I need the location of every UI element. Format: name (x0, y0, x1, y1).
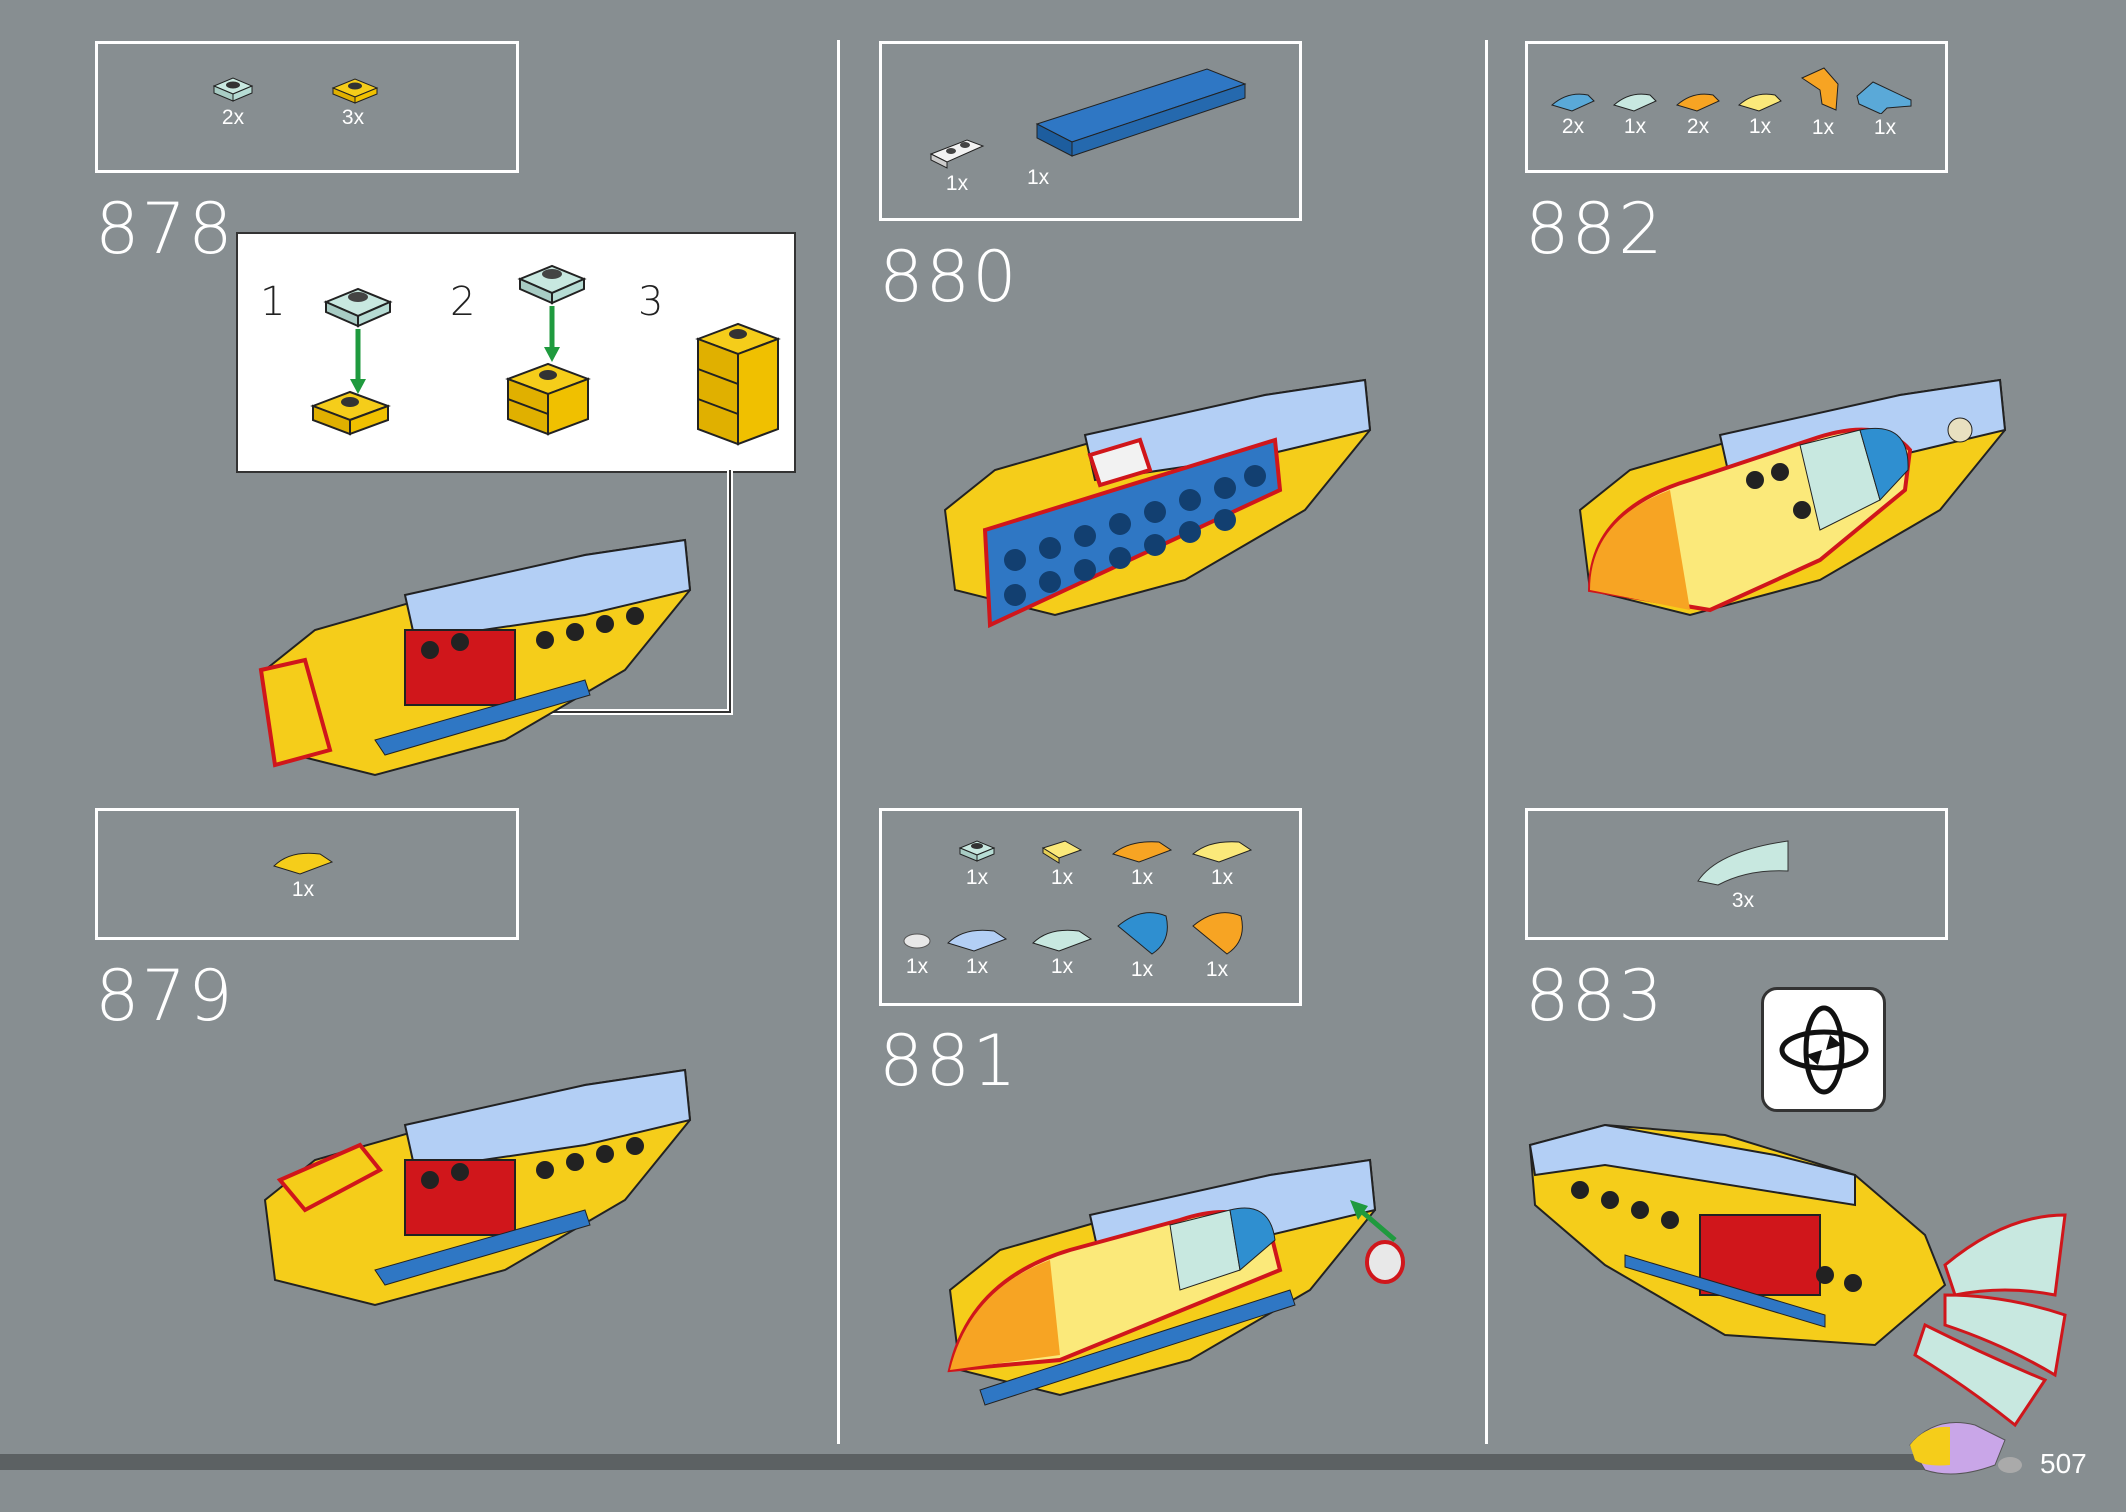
model-illustration-878 (258, 538, 692, 777)
column-divider (1485, 40, 1488, 1444)
parts-list-878: 2x 3x (95, 41, 519, 173)
parts-list-882: 2x 1x 2x 1x 1x 1x (1525, 41, 1948, 173)
substep-label: 3 (638, 279, 664, 325)
parts-list-880: 1x 1x (879, 41, 1302, 221)
part-wedge-slope: 1x (1850, 74, 1920, 140)
column-divider (837, 40, 840, 1444)
page-number: 507 (2040, 1448, 2087, 1479)
part-curved-slope: 1x (1027, 923, 1097, 979)
part-plate-1x1: 1x (942, 836, 1012, 890)
step-number: 878 (95, 188, 235, 270)
model-illustration-882 (1578, 378, 2007, 617)
rotate-model-icon (1761, 987, 1886, 1112)
model-illustration-881 (947, 1158, 1405, 1406)
part-plate-1x1: 2x (198, 74, 268, 130)
part-tile-1x1: 1x (1027, 836, 1097, 890)
part-curved-slope: 1x (1107, 836, 1177, 890)
parts-list-883: 3x (1525, 808, 1948, 940)
part-plate-1x2-white: 1x (922, 134, 992, 196)
fish-logo-icon (1909, 1422, 2022, 1475)
part-wedge-slope: 1x (1788, 64, 1858, 140)
step-number: 880 (879, 236, 1019, 318)
part-tail-fin: 3x (1688, 831, 1798, 913)
model-illustration-880 (943, 378, 1372, 629)
part-quarter-round: 1x (1107, 906, 1177, 982)
model-illustration-879 (263, 1068, 692, 1307)
page-progress-bar (0, 1454, 1930, 1470)
part-clip-plate: 3x (318, 74, 388, 130)
part-curved-slope: 1x (942, 923, 1012, 979)
parts-list-879: 1x (95, 808, 519, 940)
model-illustration-883 (1528, 1123, 2067, 1428)
substep-illustration (310, 264, 781, 446)
part-curved-slope: 1x (1725, 89, 1795, 139)
part-curved-slope: 2x (1663, 89, 1733, 139)
part-quarter-round: 1x (1182, 906, 1252, 982)
step-number: 883 (1525, 955, 1665, 1037)
part-curved-slope: 1x (1600, 89, 1670, 139)
part-curved-slope: 2x (1538, 89, 1608, 139)
step-number: 879 (95, 955, 235, 1037)
part-round-tile: 1x (882, 929, 952, 979)
parts-list-881: 1x 1x 1x 1x 1x 1x 1x 1x 1x (879, 808, 1302, 1006)
part-curved-slope: 1x (268, 846, 338, 902)
step-number: 881 (879, 1020, 1019, 1102)
part-curved-slope: 1x (1187, 836, 1257, 890)
substep-label: 2 (450, 279, 476, 325)
step-number: 882 (1525, 188, 1665, 270)
part-plate-2x8-blue: 1x (1027, 64, 1247, 190)
substep-label: 1 (260, 279, 286, 325)
substep-callout: 1 2 3 (236, 232, 796, 473)
